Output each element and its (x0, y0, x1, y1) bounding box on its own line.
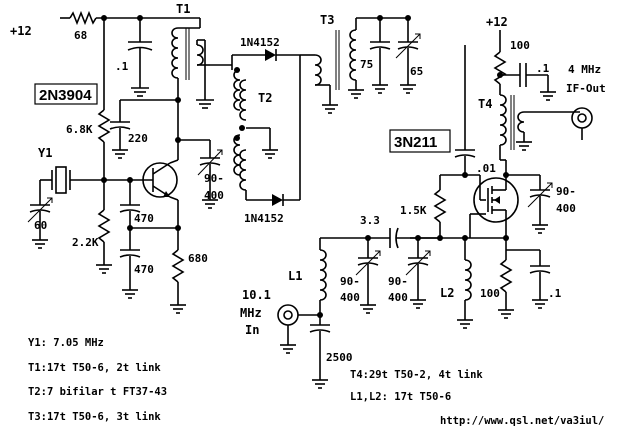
c90-400-d-bot-label: 400 (556, 202, 576, 215)
c75-label: 75 (360, 58, 373, 71)
r2k2-label: 2.2K (72, 236, 99, 249)
t2-label: T2 (258, 91, 272, 105)
c90-400-b-top-label: 90- (340, 275, 360, 288)
supply-right-label: +12 (486, 15, 508, 29)
q1-part-box (34, 83, 98, 105)
transformer-t4 (499, 94, 525, 150)
note-t1: T1:17t T50-6, 2t link (28, 362, 161, 374)
c90-400-b-bot-label: 400 (340, 291, 360, 304)
t3-label: T3 (320, 13, 334, 27)
t4-label: T4 (478, 97, 492, 111)
c01-left-label: .1 (115, 60, 129, 73)
c90-400-d-top-label: 90- (556, 185, 576, 198)
l2-label: L2 (440, 286, 454, 300)
r100-top-label: 100 (510, 39, 530, 52)
c470-a-label: 470 (134, 212, 154, 225)
mixer-section (410, 30, 593, 329)
c2500-label: 2500 (326, 351, 353, 364)
note-t2: T2:7 bifilar t FT37-43 (28, 386, 167, 398)
note-url: http://www.qsl.net/va3iul/ (440, 415, 604, 427)
c220-label: 220 (128, 132, 148, 145)
note-t3: T3:17t T50-6, 3t link (28, 411, 161, 423)
resistor-1k5 (433, 189, 447, 223)
transformer-t1 (171, 18, 210, 100)
q2-part-label: 3N211 (394, 134, 437, 151)
resistor-6k8 (97, 109, 111, 143)
note-t4: T4:29t T50-2, 4t link (350, 369, 483, 381)
resistor-100-drain (493, 51, 507, 85)
note-l1l2: L1,L2: 17t T50-6 (350, 391, 451, 403)
r1k5-label: 1.5K (400, 204, 427, 217)
r100-bot-label: 100 (480, 287, 500, 300)
resistor-2k2 (97, 209, 111, 243)
diode-bottom (272, 194, 283, 206)
r68k-label: 6.8K (66, 123, 93, 136)
r68-label: 68 (74, 29, 87, 42)
mosfet-q2 (469, 168, 519, 238)
l1-label: L1 (288, 269, 302, 283)
c470-b-label: 470 (134, 263, 154, 276)
if-out-connector (571, 107, 593, 129)
t1-label: T1 (176, 2, 190, 16)
c90-400-a-bot-label: 400 (204, 189, 224, 202)
c01-label: .01 (476, 162, 496, 175)
resistor-100-source (499, 259, 513, 293)
input-section (277, 227, 440, 389)
c90-400-c-bot-label: 400 (388, 291, 408, 304)
r680-label: 680 (188, 252, 208, 265)
doubler-section (210, 49, 315, 206)
diode-top-label: 1N4152 (240, 36, 280, 49)
c01-bot-label: .1 (548, 287, 562, 300)
c3-3-label: 3.3 (360, 214, 380, 227)
c01-right-label: .1 (536, 62, 550, 75)
rf-in-label: In (245, 323, 259, 337)
c90-400-c-top-label: 90- (388, 275, 408, 288)
t3-section (314, 15, 421, 114)
if-out-freq-label: 4 MHz (568, 63, 601, 76)
supply-left-label: +12 (10, 24, 32, 38)
rf-in-unit-label: MHz (240, 306, 262, 320)
diode-bottom-label: 1N4152 (244, 212, 284, 225)
diode-top (265, 49, 276, 61)
q2-part-box (389, 129, 451, 153)
if-out-label: IF-Out (566, 82, 606, 95)
resistor-68 (69, 10, 97, 26)
crystal-y1 (40, 166, 104, 194)
resistor-680 (171, 249, 185, 283)
oscillator-section (27, 10, 223, 314)
c60-label: 60 (34, 219, 47, 232)
rf-in-connector (277, 304, 299, 326)
y1-label: Y1 (38, 146, 52, 160)
transistor-q1 (130, 159, 179, 201)
rf-in-freq-label: 10.1 (242, 288, 271, 302)
note-y1: Y1: 7.05 MHz (28, 337, 104, 349)
q1-part-label: 2N3904 (39, 87, 92, 104)
c90-400-a-top-label: 90- (204, 172, 224, 185)
transformer-t2 (233, 67, 247, 191)
c65-label: 65 (410, 65, 423, 78)
